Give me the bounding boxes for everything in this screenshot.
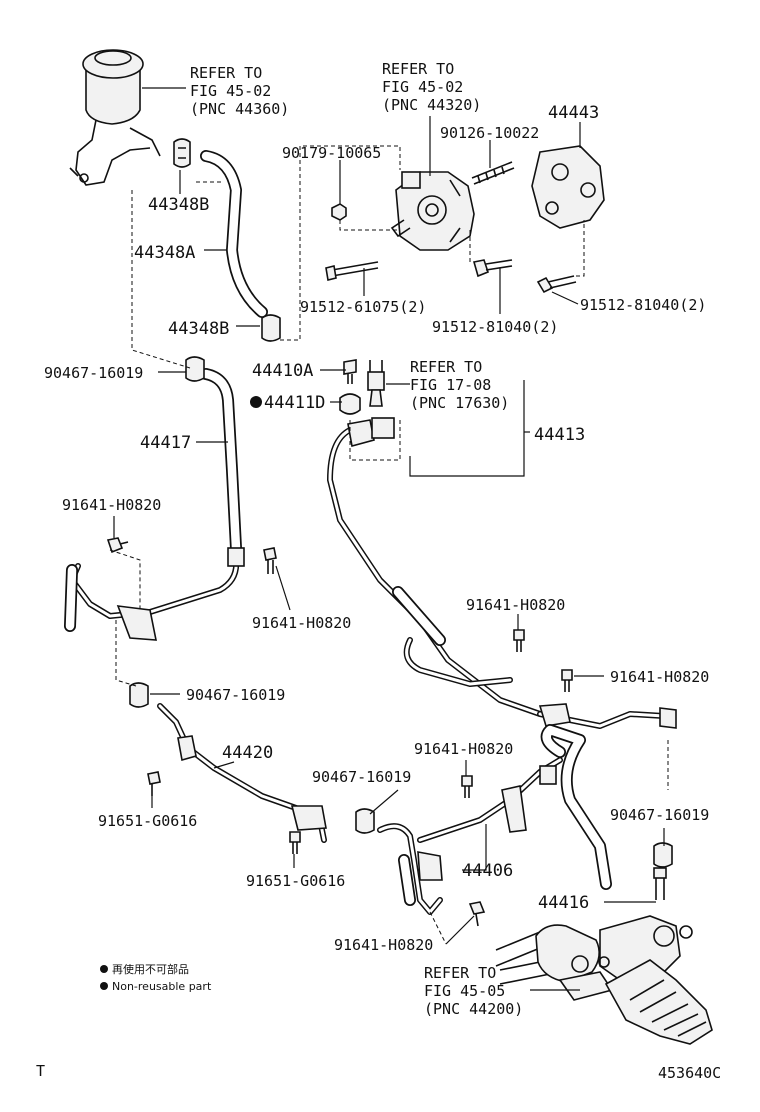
refer-gear-line1: REFER TO [424, 964, 496, 982]
refer-pump-line3: (PNC 44320) [382, 96, 481, 114]
pipe-44406 [377, 757, 563, 915]
bolt-91641-b [263, 547, 277, 574]
refer-reservoir-line1: REFER TO [190, 64, 262, 82]
legend-bullet-1 [100, 965, 108, 973]
label-91651-g0616-a: 91651-G0616 [98, 812, 197, 830]
non-reusable-marker [250, 396, 262, 408]
footer-left-mark: T [36, 1062, 45, 1080]
clamp-44348b-top [173, 138, 191, 168]
gasket-44411d [339, 393, 361, 415]
dashed-guides [109, 145, 669, 945]
label-44420: 44420 [222, 743, 273, 763]
label-90467-16019-d: 90467-16019 [610, 806, 709, 824]
bolt-91651-b [289, 831, 301, 854]
refer-sensor-line2: FIG 17-08 [410, 376, 491, 394]
hose-44417 [64, 368, 245, 641]
bolt-91512-61075 [325, 261, 379, 281]
label-91512-81040-b: 91512-81040(2) [580, 296, 706, 314]
label-90126-10022: 90126-10022 [440, 124, 539, 142]
steering-gear-assembly [495, 915, 713, 1045]
refer-pump-line2: FIG 45-02 [382, 78, 463, 96]
pipe-44420 [157, 703, 327, 843]
label-91651-g0616-b: 91651-G0616 [246, 872, 345, 890]
hose-44348a [200, 150, 268, 318]
bolt-91641-a [106, 537, 129, 554]
bolt-44410a [343, 359, 357, 384]
refer-gear-line3: (PNC 44200) [424, 1000, 523, 1018]
pressure-sensor [367, 360, 385, 407]
label-91641-h0820-d: 91641-H0820 [610, 668, 709, 686]
label-44348b-top: 44348B [148, 195, 209, 215]
clamp-90467-c [355, 808, 375, 834]
bolt-91512-81040-a [472, 259, 513, 278]
label-91641-h0820-f: 91641-H0820 [334, 936, 433, 954]
hose-44413 [327, 417, 677, 729]
power-steering-pump [390, 171, 475, 251]
label-44348a: 44348A [134, 243, 195, 263]
label-44348b-bottom: 44348B [168, 319, 229, 339]
leader-lines [113, 87, 665, 991]
label-91512-81040-a: 91512-81040(2) [432, 318, 558, 336]
figure-code: 453640C [658, 1064, 721, 1082]
label-44443: 44443 [548, 103, 599, 123]
bolt-90179-10065 [331, 203, 347, 221]
label-90179-10065: 90179-10065 [282, 144, 381, 162]
refer-pump-line1: REFER TO [382, 60, 454, 78]
clamp-90467-b [129, 682, 149, 708]
part-labels: REFER TO FIG 45-02 (PNC 44360) REFER TO … [44, 60, 709, 1018]
bolt-91641-f [468, 901, 486, 927]
label-91641-h0820-e: 91641-H0820 [414, 740, 513, 758]
bolt-91512-81040-b [536, 275, 577, 294]
label-44410a: 44410A [252, 361, 313, 381]
label-91512-61075: 91512-61075(2) [300, 298, 426, 316]
legend-text-ja: 再使用不可部品 [112, 962, 189, 976]
reservoir-tank [69, 49, 161, 186]
clamp-44348b-bottom [261, 314, 281, 342]
refer-sensor-line3: (PNC 17630) [410, 394, 509, 412]
legend: 再使用不可部品 Non-reusable part [100, 962, 212, 993]
stud-90126-10022 [471, 161, 515, 185]
label-44406: 44406 [462, 861, 513, 881]
label-90467-16019-c: 90467-16019 [312, 768, 411, 786]
label-44411d: 44411D [264, 393, 325, 413]
bolt-91641-c [513, 629, 525, 652]
bolt-91651-a [147, 771, 161, 796]
refer-reservoir-line2: FIG 45-02 [190, 82, 271, 100]
clamp-90467-a [185, 356, 205, 382]
label-44416: 44416 [538, 893, 589, 913]
label-44413: 44413 [534, 425, 585, 445]
clamp-90467-d [653, 842, 673, 868]
fitting-pipe-end [653, 867, 667, 900]
legend-bullet-2 [100, 982, 108, 990]
bolt-91641-e [461, 775, 473, 798]
label-91641-h0820-b: 91641-H0820 [252, 614, 351, 632]
bracket-44443 [531, 145, 605, 229]
refer-gear-line2: FIG 45-05 [424, 982, 505, 1000]
bolt-91641-d [561, 669, 573, 692]
hose-44416 [540, 724, 612, 890]
refer-reservoir-line3: (PNC 44360) [190, 100, 289, 118]
label-91641-h0820-c: 91641-H0820 [466, 596, 565, 614]
label-90467-16019-b: 90467-16019 [186, 686, 285, 704]
label-90467-16019-a: 90467-16019 [44, 364, 143, 382]
label-91641-h0820-a: 91641-H0820 [62, 496, 161, 514]
refer-sensor-line1: REFER TO [410, 358, 482, 376]
label-44417: 44417 [140, 433, 191, 453]
legend-text-en: Non-reusable part [112, 980, 212, 993]
